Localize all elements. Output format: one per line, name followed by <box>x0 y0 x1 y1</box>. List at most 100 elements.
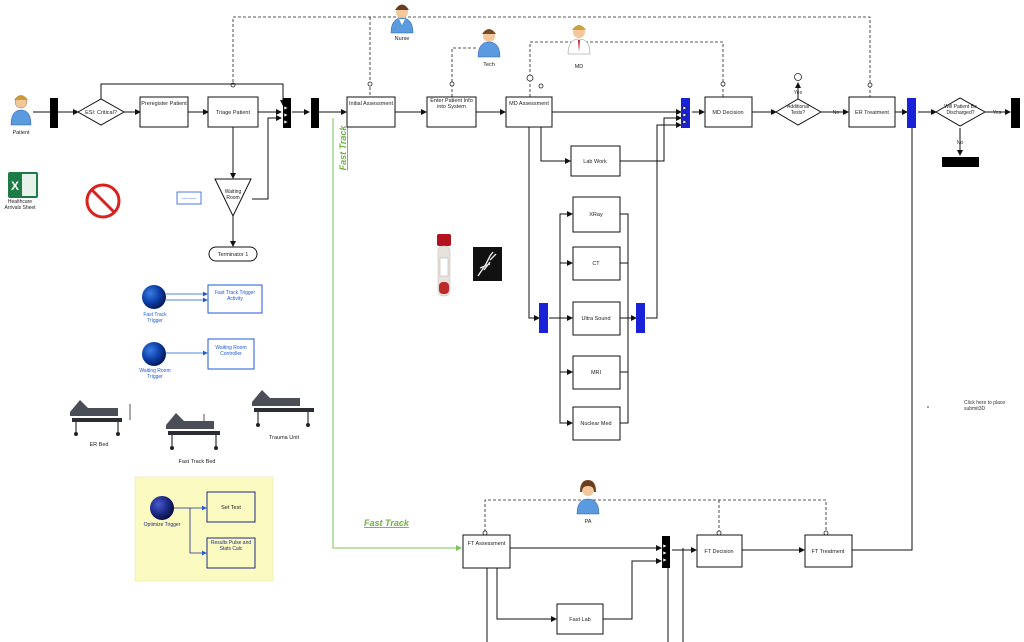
fast-track-trigger-label: Fast Track Trigger <box>143 312 167 324</box>
fast-lab-label: Fast Lab <box>569 617 590 623</box>
bar-imaging-join <box>636 303 645 333</box>
tech-label: Tech <box>483 62 495 68</box>
fast-track-trigger-action[interactable]: Fast Track Trigger Activity <box>207 284 263 314</box>
md-decision-node[interactable] <box>704 96 753 128</box>
ft-treatment-node[interactable] <box>804 534 853 568</box>
pa-label: PA <box>585 519 592 525</box>
trigger-ball-icon <box>142 285 166 309</box>
trauma-unit-bed[interactable]: Trauma Unit <box>252 390 314 441</box>
node-labels: ESI: Critical? Preregister Patient Triag… <box>85 90 1001 623</box>
bar-start <box>50 98 58 128</box>
fast-track-bed[interactable]: Fast Track Bed <box>166 413 220 465</box>
triage-node[interactable] <box>207 96 259 128</box>
hospital-bed-icon <box>166 413 220 450</box>
healthcare-sheet[interactable]: X Healthcare Arrivals Sheet <box>0 172 40 229</box>
trigger-ball-icon <box>150 496 174 520</box>
waiting-room-trigger[interactable]: Waiting Room Trigger <box>133 342 177 386</box>
esi-critical-label: ESI: Critical? <box>85 110 117 116</box>
lab-work-label: Lab Work <box>583 159 607 165</box>
click-here-text[interactable]: Click here to place submit3D <box>964 400 1006 412</box>
healthcare-sheet-label: Healthcare Arrivals Sheet <box>4 199 36 211</box>
ultra-sound-node[interactable] <box>572 301 621 336</box>
ft-assessment-node[interactable] <box>462 534 511 569</box>
fast-track-vertical-label: Fast Track <box>338 125 348 171</box>
mri-node[interactable] <box>572 355 621 390</box>
tech-icon <box>477 29 501 58</box>
set-test-node[interactable]: Set Test <box>206 491 256 523</box>
pa-actor[interactable]: PA <box>576 480 600 525</box>
fast-track-trigger-action-label: Fast Track Trigger Activity <box>214 290 256 302</box>
waiting-room-controller-label: Waiting Room Controller <box>215 345 247 357</box>
terminator-label: Terminator 1 <box>218 252 249 258</box>
nurse-icon <box>390 4 414 34</box>
trigger-ball-icon <box>142 342 166 366</box>
er-treatment-node[interactable] <box>848 96 896 128</box>
preregister-node[interactable] <box>139 96 189 128</box>
hospital-bed-icon <box>70 400 131 436</box>
md-decision-label: MD Decision <box>712 110 743 116</box>
dotted-box-label: -------- <box>182 196 197 202</box>
md-assessment-label: MD Assessment <box>509 101 549 107</box>
er-treatment-label: ER Treatment <box>855 110 889 116</box>
enter-info-node[interactable] <box>426 96 477 128</box>
pa-icon <box>576 480 600 515</box>
triage-label: Triage Patient <box>216 110 251 116</box>
patient-actor[interactable]: Patient <box>10 95 32 136</box>
bar-ft-join <box>662 536 670 568</box>
patient-label: Patient <box>12 130 30 136</box>
bar-er-join <box>907 98 916 128</box>
additional-tests-decision[interactable] <box>775 98 823 126</box>
anchor-dot <box>927 406 929 408</box>
terminator-node[interactable] <box>208 246 258 262</box>
svg-text:X: X <box>11 179 19 193</box>
er-bed[interactable]: ER Bed <box>70 400 131 448</box>
esi-critical-decision[interactable] <box>76 98 126 126</box>
fast-track-trigger[interactable]: Fast Track Trigger <box>135 285 175 330</box>
optimize-panel: Optimize Trigger Set Test Results Pulse … <box>134 476 274 582</box>
md-label: MD <box>575 64 584 70</box>
link-connectors <box>230 73 873 536</box>
xray-node[interactable] <box>572 196 621 233</box>
bar-triage-join <box>283 98 291 128</box>
er-bed-label: ER Bed <box>90 442 109 448</box>
tech-actor[interactable]: Tech <box>477 29 501 68</box>
ultra-sound-label: Ultra Sound <box>581 316 610 322</box>
results-label: Results Pulse and Stats Calc <box>210 540 252 552</box>
fast-track-bed-label: Fast Track Bed <box>179 459 216 465</box>
results-node[interactable]: Results Pulse and Stats Calc <box>206 537 256 569</box>
optimize-trigger-label: Optimize Trigger <box>143 522 181 528</box>
nurse-label: Nurse <box>395 36 410 42</box>
xray-label: XRay <box>589 212 603 218</box>
ft-treatment-label: FT Treatment <box>812 549 845 555</box>
mri-label: MRI <box>591 370 602 376</box>
md-actor[interactable]: MD <box>567 25 591 70</box>
additional-tests-label: Additional Tests? <box>787 104 809 116</box>
discharge-decision[interactable] <box>935 97 987 127</box>
yes-right-label: Yes <box>993 110 1002 116</box>
hospital-bed-icon <box>252 390 314 427</box>
fast-lab-node[interactable] <box>556 603 604 635</box>
no-down-label: No <box>957 140 964 146</box>
initial-assessment-node[interactable] <box>346 96 396 128</box>
md-assessment-node[interactable] <box>505 96 553 128</box>
nuclear-med-label: Nuclear Med <box>580 421 611 427</box>
nuclear-med-node[interactable] <box>572 406 621 441</box>
lab-work-node[interactable] <box>570 145 621 177</box>
waiting-room-trigger-label: Waiting Room Trigger <box>139 368 171 380</box>
ct-node[interactable] <box>572 246 621 281</box>
doctor-icon <box>567 25 591 55</box>
nurse-actor[interactable]: Nurse <box>390 4 414 43</box>
fast-track-horizontal-label: Fast Track <box>364 518 410 528</box>
optimize-trigger[interactable]: Optimize Trigger <box>142 496 182 540</box>
sync-bars <box>50 98 1020 568</box>
set-test-label: Set Test <box>221 505 241 511</box>
bar-ports <box>283 105 688 563</box>
xray-image-icon <box>473 247 502 281</box>
yes-top-label: Yes <box>794 90 803 96</box>
excel-icon: X <box>8 172 38 198</box>
dotted-box[interactable]: -------- <box>176 191 202 205</box>
ft-decision-node[interactable] <box>696 534 743 568</box>
waiting-room-controller[interactable]: Waiting Room Controller <box>207 338 255 370</box>
trauma-unit-label: Trauma Unit <box>269 435 300 441</box>
waiting-room-node[interactable] <box>214 178 252 218</box>
